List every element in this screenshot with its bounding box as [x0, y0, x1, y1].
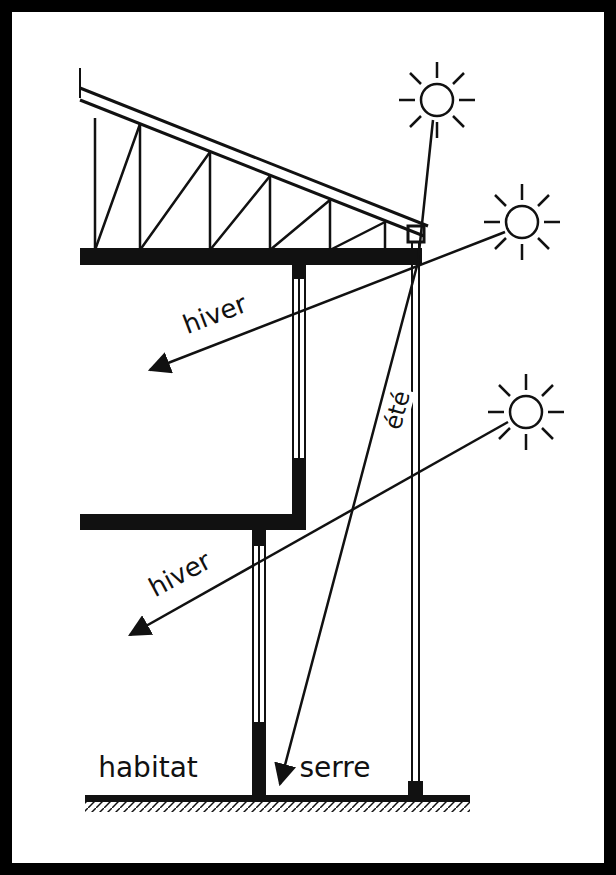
sun-rays [130, 120, 508, 784]
winter-ray [130, 422, 508, 635]
winter-ray [150, 232, 505, 370]
sheet [12, 12, 604, 863]
room-label: habitat [96, 753, 200, 784]
ground [85, 795, 470, 802]
summer-ray [280, 120, 433, 784]
ground-hatch [85, 802, 470, 812]
room-label: serre [298, 753, 373, 784]
sun-symbols [399, 62, 564, 450]
roof-truss [80, 68, 428, 250]
